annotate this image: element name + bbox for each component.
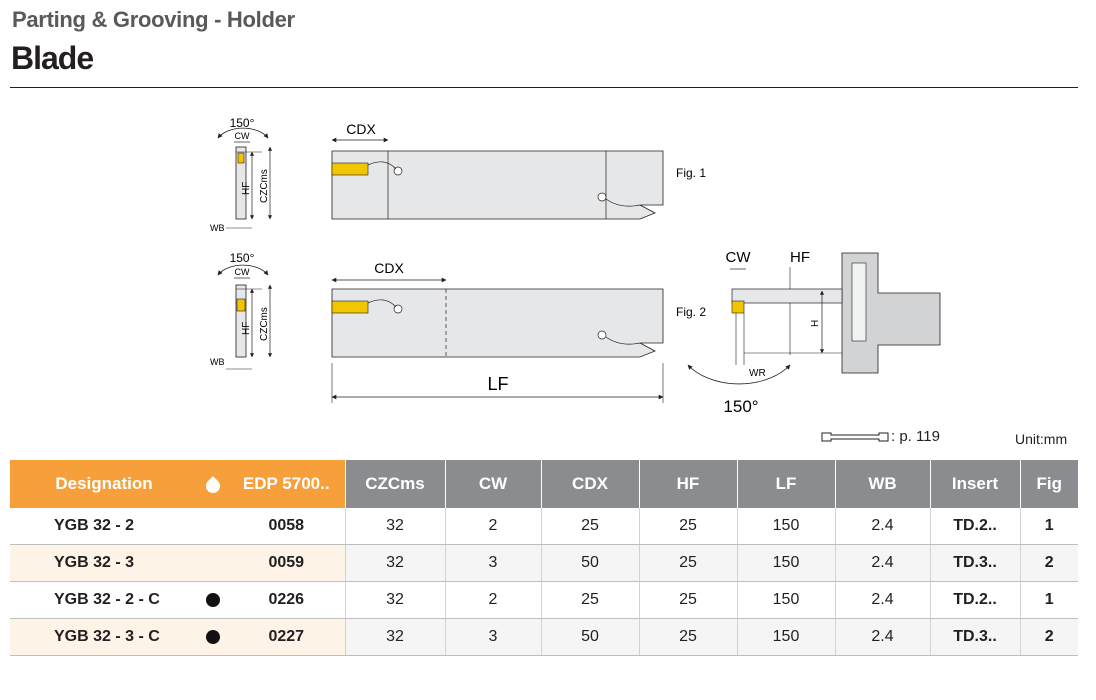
coolant-cell <box>198 508 228 545</box>
unit-label: Unit:mm <box>1015 431 1068 447</box>
hf-cell: 25 <box>639 618 738 656</box>
cdx-cell: 25 <box>541 581 640 619</box>
table-header: Designation EDP 5700.. CZCms CW CDX HF L… <box>10 460 1078 508</box>
col-cdx: CDX <box>541 460 640 508</box>
fig-cell: 2 <box>1020 618 1078 656</box>
fig2-angle-label: 150° <box>230 251 255 265</box>
technical-drawing: 150° CW HF CZCms WB CDX Fig. 1 150° CW <box>210 116 941 416</box>
cw-cell: 3 <box>445 544 542 582</box>
wb-cell: 2.4 <box>835 581 931 619</box>
page-subtitle: Parting & Grooving - Holder <box>12 7 295 32</box>
fig2-blade: CDX Fig. 2 LF <box>331 260 706 403</box>
fig1-label: Fig. 1 <box>676 166 706 180</box>
detail-hf-label: HF <box>790 249 810 266</box>
fig1-czcms-label: CZCms <box>259 169 270 203</box>
h-label: H <box>810 320 821 327</box>
col-fig: Fig <box>1020 460 1078 508</box>
designation-cell: YGB 32 - 3 - C <box>10 618 198 656</box>
hf-cell: 25 <box>639 581 738 619</box>
col-insert: Insert <box>930 460 1021 508</box>
col-designation: Designation <box>10 460 198 508</box>
table-row: YGB 32 - 3 - C 0227 32 3 50 25 150 2.4 T… <box>10 618 1078 656</box>
fig2-cw-label: CW <box>235 267 250 277</box>
wr-label: WR <box>749 368 766 379</box>
coolant-dot-icon <box>206 592 220 607</box>
czcms-cell: 32 <box>345 618 446 656</box>
edp-cell: 0059 <box>228 544 346 582</box>
blade-clamp-icon <box>821 432 889 441</box>
fig1-wb-label: WB <box>210 223 225 233</box>
table-row: YGB 32 - 3 0059 32 3 50 25 150 2.4 TD.3.… <box>10 544 1078 582</box>
col-hf: HF <box>639 460 738 508</box>
hf-cell: 25 <box>639 508 738 545</box>
fig-cell: 1 <box>1020 508 1078 545</box>
coolant-cell <box>198 618 228 656</box>
table-row: YGB 32 - 2 - C 0226 32 2 25 25 150 2.4 T… <box>10 581 1078 619</box>
coolant-cell <box>198 544 228 582</box>
fig1-cdx-label: CDX <box>346 121 376 137</box>
lf-cell: 150 <box>737 618 836 656</box>
reference-page: : p. 119 <box>891 428 940 445</box>
fig2-czcms-label: CZCms <box>259 307 270 341</box>
lf-cell: 150 <box>737 508 836 545</box>
col-lf: LF <box>737 460 836 508</box>
fig2-wb-label: WB <box>210 357 225 367</box>
czcms-cell: 32 <box>345 544 446 582</box>
fig1-blade: CDX Fig. 1 <box>331 121 706 220</box>
fig1-angle-label: 150° <box>230 116 255 130</box>
title-divider <box>10 87 1078 88</box>
mounting-detail: CW HF H WR 150° <box>687 249 941 416</box>
insert-cell: TD.3.. <box>930 618 1021 656</box>
fig-cell: 1 <box>1020 581 1078 619</box>
table-row: YGB 32 - 2 0058 32 2 25 25 150 2.4 TD.2.… <box>10 508 1078 545</box>
col-edp: EDP 5700.. <box>228 460 346 508</box>
cdx-cell: 25 <box>541 508 640 545</box>
wb-cell: 2.4 <box>835 508 931 545</box>
detail-cw-label: CW <box>726 249 752 266</box>
edp-cell: 0227 <box>228 618 346 656</box>
wb-cell: 2.4 <box>835 618 931 656</box>
cw-cell: 2 <box>445 581 542 619</box>
designation-cell: YGB 32 - 2 - C <box>10 581 198 619</box>
fig1-side-view: 150° CW HF CZCms WB <box>210 116 273 233</box>
czcms-cell: 32 <box>345 508 446 545</box>
coolant-cell <box>198 581 228 619</box>
cw-cell: 3 <box>445 618 542 656</box>
page-title: Blade <box>11 40 94 76</box>
product-table: Designation EDP 5700.. CZCms CW CDX HF L… <box>10 460 1078 656</box>
fig2-cdx-label: CDX <box>374 260 404 276</box>
lf-cell: 150 <box>737 544 836 582</box>
fig2-hf-label: HF <box>241 322 252 335</box>
col-cw: CW <box>445 460 542 508</box>
col-wb: WB <box>835 460 931 508</box>
detail-angle-label: 150° <box>723 397 758 416</box>
cdx-cell: 50 <box>541 618 640 656</box>
fig1-cw-label: CW <box>235 131 250 141</box>
wb-cell: 2.4 <box>835 544 931 582</box>
cw-cell: 2 <box>445 508 542 545</box>
fig-cell: 2 <box>1020 544 1078 582</box>
reference-note: : p. 119 <box>821 428 940 445</box>
designation-cell: YGB 32 - 2 <box>10 508 198 545</box>
fig2-label: Fig. 2 <box>676 305 706 319</box>
coolant-drop-icon <box>203 475 223 496</box>
edp-cell: 0226 <box>228 581 346 619</box>
lf-label: LF <box>487 374 508 394</box>
designation-cell: YGB 32 - 3 <box>10 544 198 582</box>
cdx-cell: 50 <box>541 544 640 582</box>
lf-cell: 150 <box>737 581 836 619</box>
insert-cell: TD.2.. <box>930 508 1021 545</box>
czcms-cell: 32 <box>345 581 446 619</box>
edp-cell: 0058 <box>228 508 346 545</box>
fig2-side-view: 150° CW HF CZCms WB <box>210 251 273 370</box>
coolant-dot-icon <box>206 629 220 644</box>
fig1-hf-label: HF <box>241 182 252 195</box>
insert-cell: TD.2.. <box>930 581 1021 619</box>
col-coolant <box>198 460 228 508</box>
insert-cell: TD.3.. <box>930 544 1021 582</box>
col-czcms: CZCms <box>345 460 446 508</box>
hf-cell: 25 <box>639 544 738 582</box>
